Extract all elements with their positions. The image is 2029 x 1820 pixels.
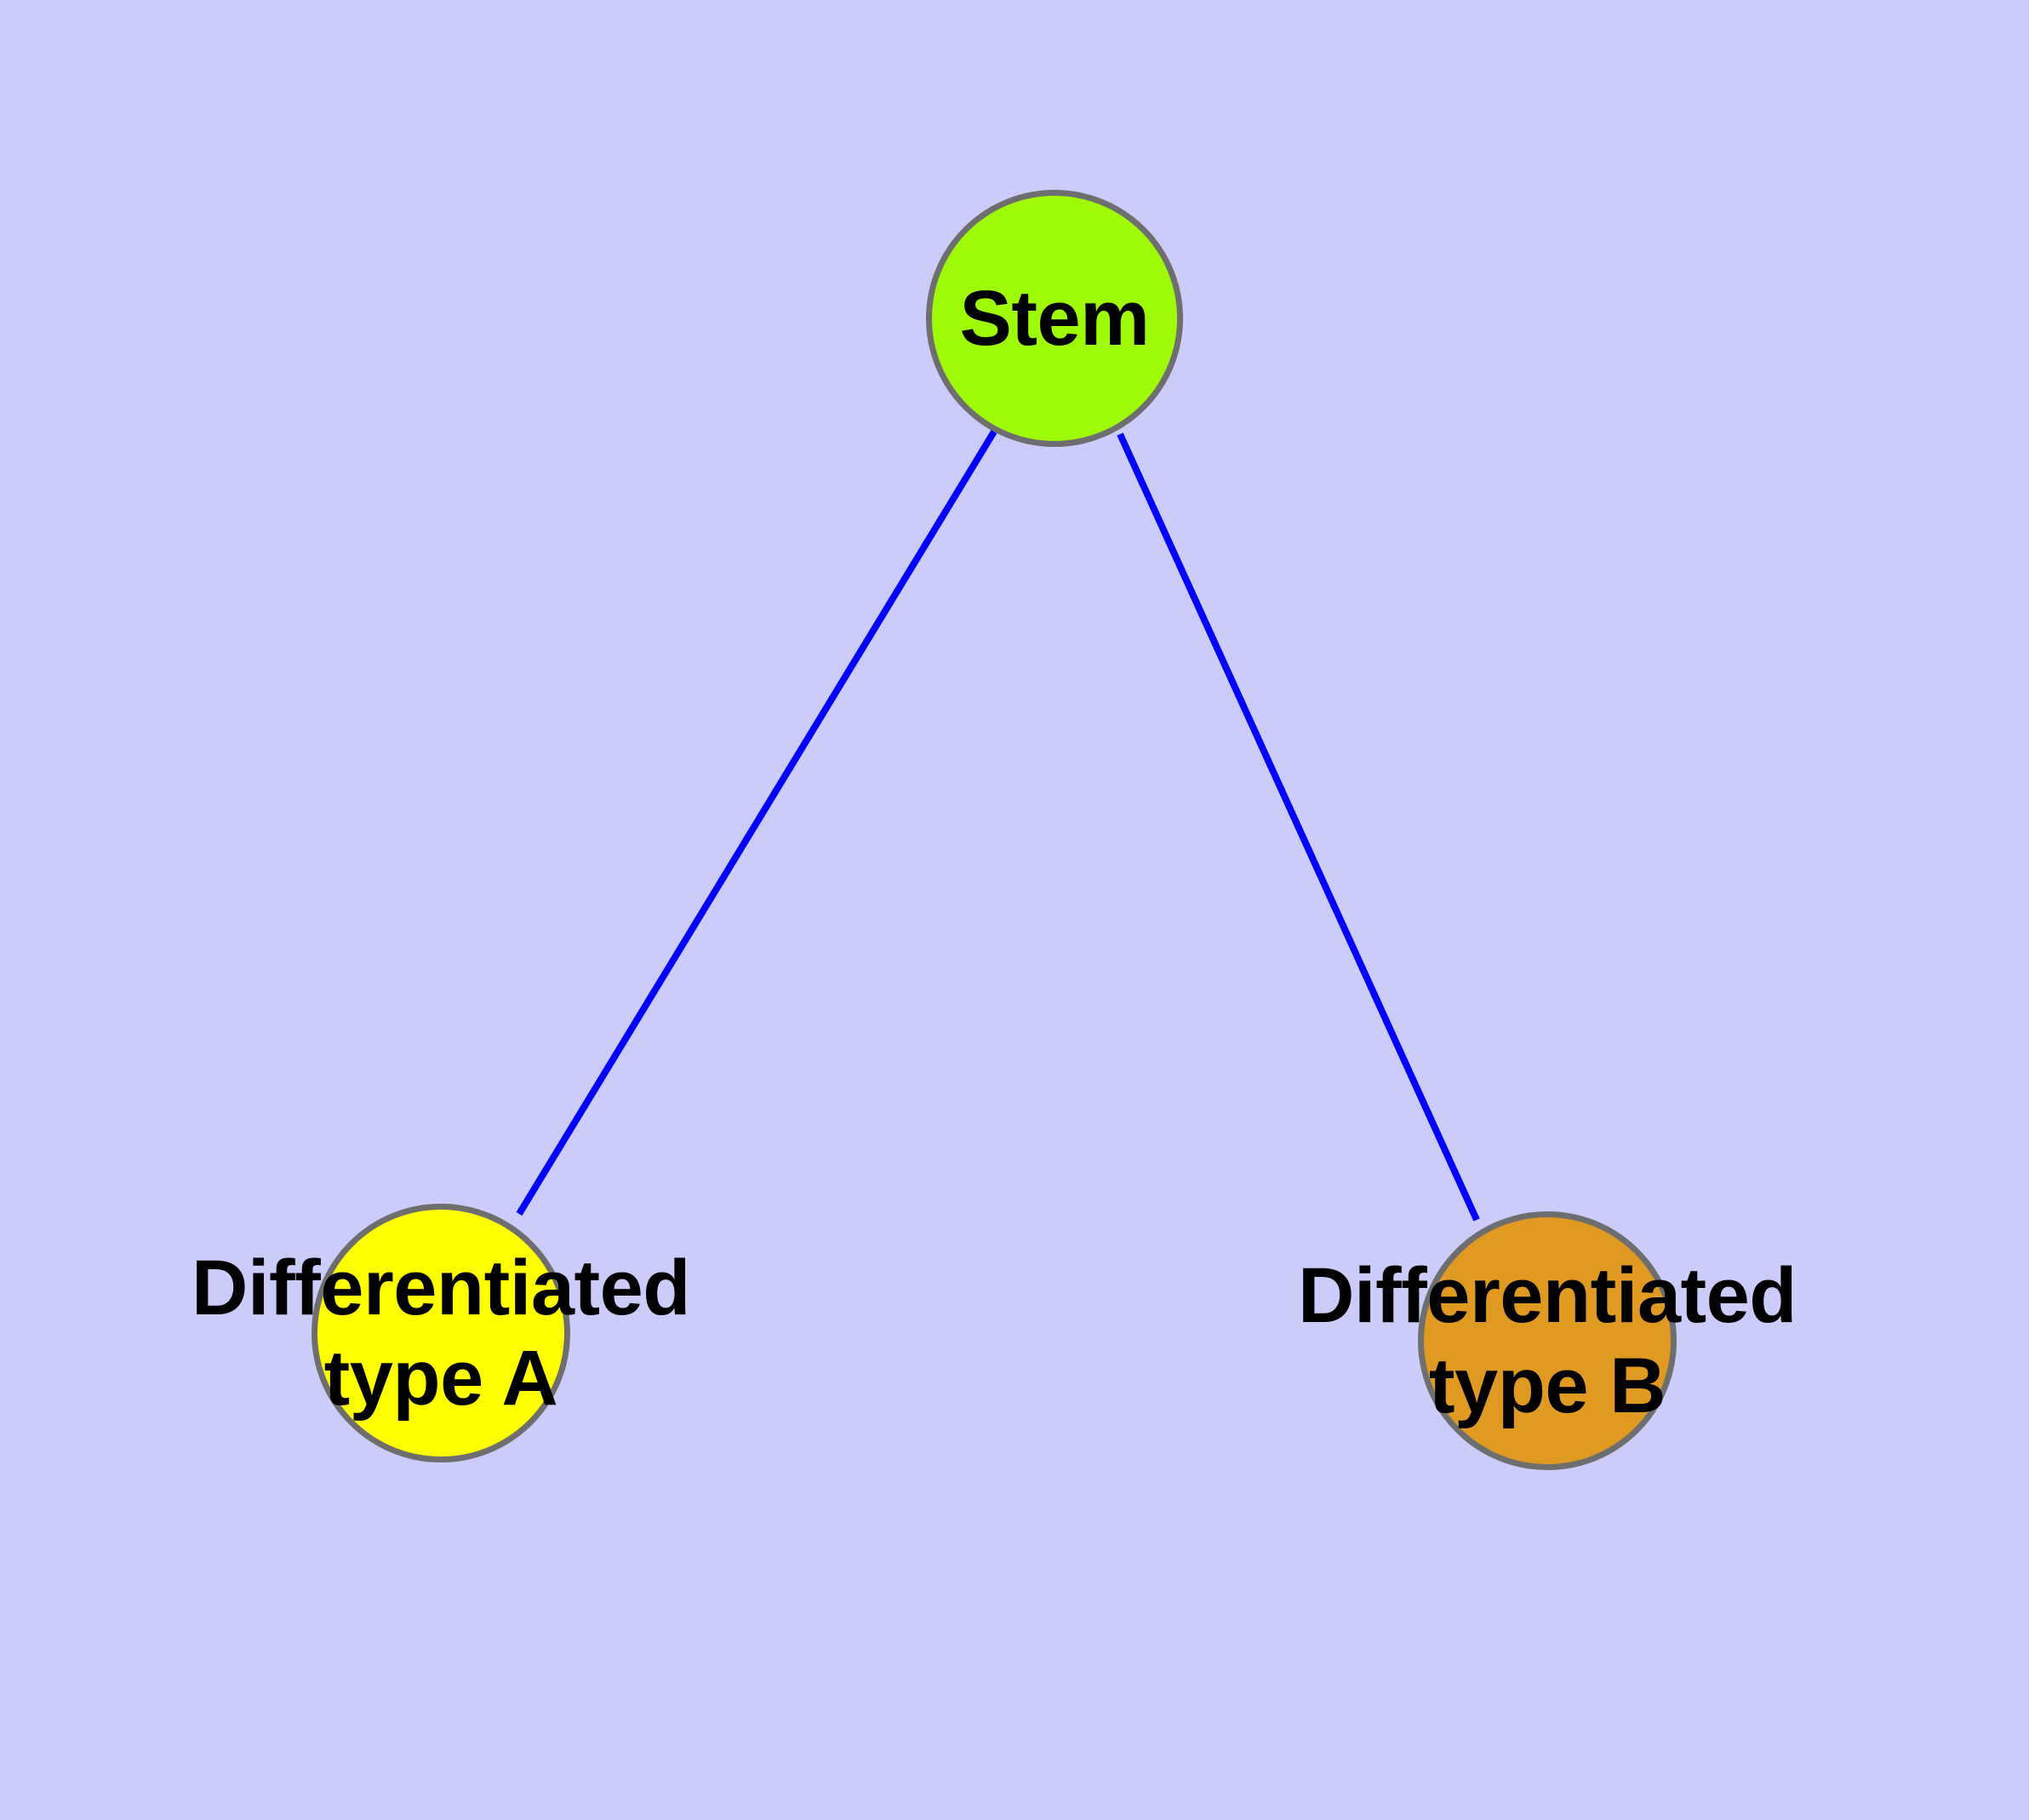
node-differentiated-type-a[interactable]: [311, 1204, 570, 1462]
node-label-differentiated-type-a: Differentiated type A: [191, 1245, 690, 1422]
node-differentiated-type-b[interactable]: [1418, 1211, 1677, 1470]
edge-stem-to-differentiated-type-a[interactable]: [516, 429, 997, 1216]
node-label-differentiated-type-b: Differentiated type B: [1298, 1252, 1797, 1429]
edge-stem-to-differentiated-type-b[interactable]: [1117, 432, 1480, 1222]
node-label-stem: Stem: [959, 275, 1150, 362]
node-stem[interactable]: [926, 190, 1183, 447]
